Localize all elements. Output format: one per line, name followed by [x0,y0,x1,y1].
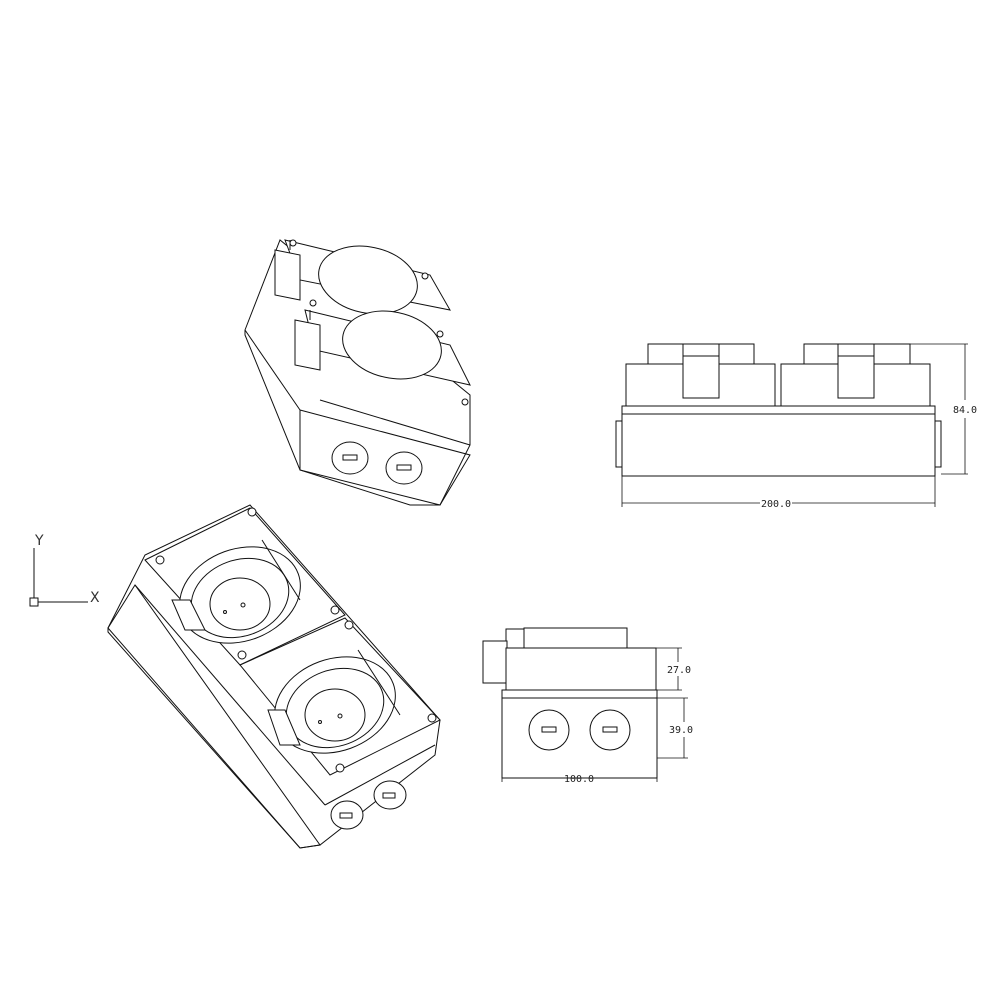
front-view: 200.0 84.0 [615,343,977,510]
ucs-axis-icon: Y X [29,533,100,607]
dim-upper-label: 27.0 [667,665,691,676]
iso-view-open [107,504,441,849]
dim-lower-label: 39.0 [669,725,693,736]
side-view: 27.0 39.0 100.0 [482,627,693,785]
y-axis-label: Y [34,533,44,549]
iso-view-closed [244,239,471,506]
dim-height-label: 84.0 [953,405,977,416]
x-axis-label: X [90,590,100,606]
dim-depth-label: 100.0 [564,774,594,785]
dim-width-label: 200.0 [761,499,791,510]
